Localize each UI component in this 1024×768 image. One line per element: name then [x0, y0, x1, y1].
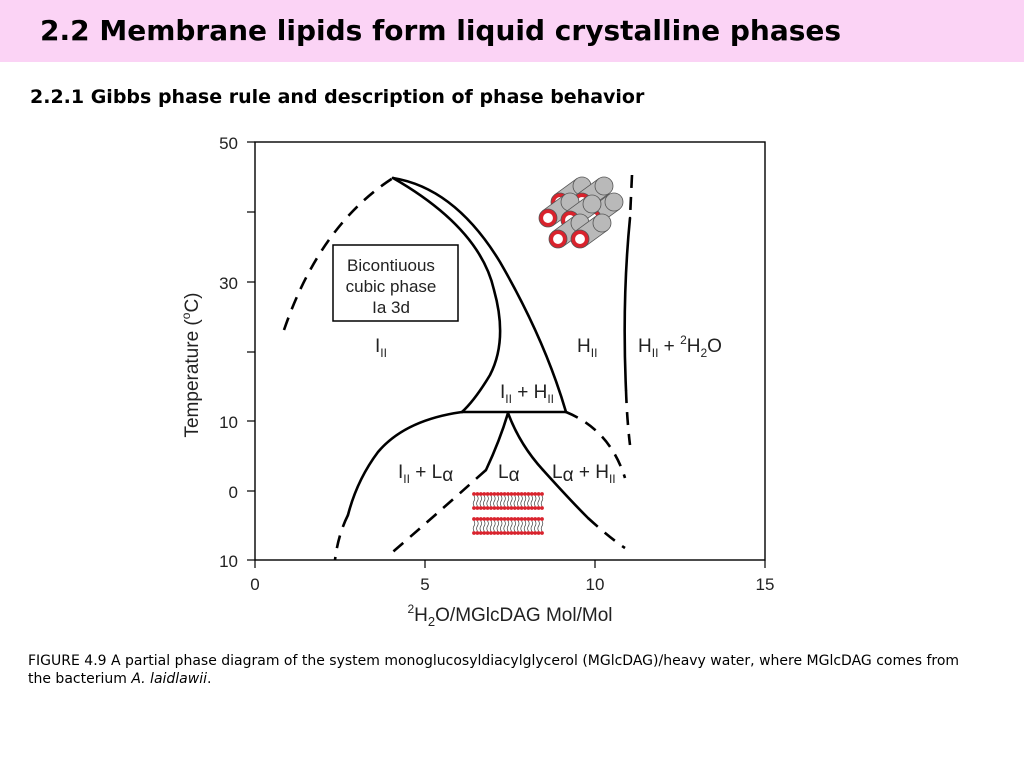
h2-water-dashed-bottom — [624, 389, 632, 446]
i2-la-boundary — [346, 410, 464, 517]
cylinder — [548, 213, 590, 249]
bilayer — [472, 492, 544, 510]
lamellar-bilayer-icon — [472, 492, 544, 535]
hexagonal-phase-boundary — [391, 176, 568, 414]
region-label-h2: HII — [577, 336, 597, 360]
x-tick-label: 5 — [420, 575, 429, 594]
hexagonal-cylinders-icon — [538, 176, 624, 249]
region-label-la-h2: Lα + HII — [552, 462, 616, 486]
slide-title: 2.2 Membrane lipids form liquid crystall… — [40, 14, 842, 47]
h2-la-dashed-boundary — [565, 410, 627, 479]
y-axis-label: Temperature (oC) — [179, 292, 203, 437]
cubic-box-line: cubic phase — [346, 277, 437, 296]
y-tick-label: 0 — [229, 483, 238, 502]
h2-water-dashed-top — [628, 174, 634, 219]
la-lower-boundary — [541, 468, 590, 520]
figure-caption: FIGURE 4.9 A partial phase diagram of th… — [28, 653, 960, 687]
cylinder — [570, 213, 612, 249]
lah2-lower-dashed-boundary — [587, 517, 626, 550]
la-lower-dashed-boundary — [387, 469, 487, 557]
la-upper-boundary-right — [506, 411, 545, 472]
phase-diagram: 50 30 10 0 10 0 5 10 15 2H2O/MGlcDAG Mol… — [179, 134, 775, 629]
section-subtitle: 2.2.1 Gibbs phase rule and description o… — [30, 86, 645, 108]
region-label-i2-la: III + Lα — [398, 462, 453, 486]
cubic-box-line: Ia 3d — [372, 298, 410, 317]
y-tick-label: 10 — [219, 552, 238, 571]
h2-water-boundary — [623, 216, 632, 392]
region-label-la: Lα — [498, 462, 520, 486]
x-tick-label: 0 — [250, 575, 259, 594]
x-axis-label: 2H2O/MGlcDAG Mol/Mol — [407, 602, 612, 629]
region-label-i2-h2: III + HII — [500, 382, 554, 406]
i2-dashed-boundary — [282, 176, 394, 331]
plot-frame — [254, 141, 766, 561]
y-axis-ticks — [247, 141, 255, 561]
cubic-box-line: Bicontiuous — [347, 256, 435, 275]
region-label-h2-water: HII + 2H2O — [638, 333, 722, 360]
region-label-i2: III — [375, 336, 387, 360]
x-tick-label: 10 — [586, 575, 605, 594]
x-tick-label: 15 — [756, 575, 775, 594]
bilayer — [472, 517, 544, 535]
y-tick-label: 50 — [219, 134, 238, 153]
cubic-phase-boundary — [391, 176, 502, 414]
la-upper-boundary-left — [484, 411, 510, 472]
y-tick-label: 30 — [219, 274, 238, 293]
x-axis-ticks — [254, 560, 766, 568]
i2-la-dashed-boundary — [333, 514, 350, 561]
y-tick-label: 10 — [219, 413, 238, 432]
title-bar: 2.2 Membrane lipids form liquid crystall… — [0, 0, 1024, 62]
cubic-phase-box — [332, 244, 459, 322]
